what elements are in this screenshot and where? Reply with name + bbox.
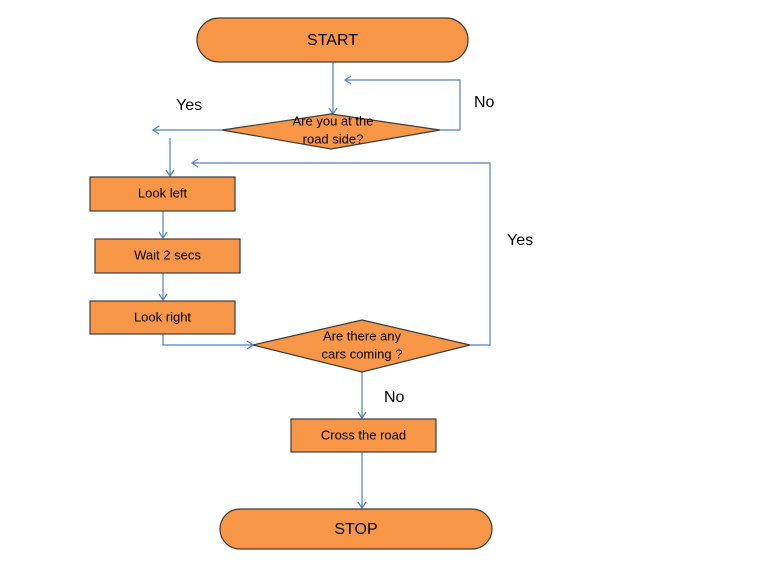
cross-road-label: Cross the road xyxy=(321,427,406,442)
edge-label-cars-no: No xyxy=(384,389,405,406)
stop-label: STOP xyxy=(334,521,377,538)
decision-cars: Are there any cars coming ? xyxy=(252,319,471,373)
process-wait: Wait 2 secs xyxy=(94,238,241,274)
wait-label: Wait 2 secs xyxy=(134,247,201,262)
start-label: START xyxy=(307,32,358,49)
edge-label-roadside-yes: Yes xyxy=(176,97,202,114)
connectors xyxy=(151,62,491,510)
process-look-left: Look left xyxy=(89,176,236,212)
connector-cars-yes-loop xyxy=(192,162,491,346)
edge-label-cars-yes: Yes xyxy=(507,232,533,249)
decision-roadside-line1: Are you at the xyxy=(293,113,374,128)
process-cross-road: Cross the road xyxy=(290,418,437,453)
decision-roadside-line2: road side? xyxy=(303,131,364,146)
edge-label-roadside-no: No xyxy=(474,94,495,111)
decision-cars-line1: Are there any xyxy=(323,328,402,343)
process-look-right: Look right xyxy=(89,300,236,335)
connector-look-right-to-cars xyxy=(162,334,253,346)
look-left-label: Look left xyxy=(138,185,188,200)
decision-cars-line2: cars coming ? xyxy=(322,346,403,361)
stop-terminal: STOP xyxy=(219,508,493,550)
look-right-label: Look right xyxy=(134,309,191,324)
connector-roadside-no-loop xyxy=(345,79,461,131)
start-terminal: START xyxy=(196,17,469,63)
decision-roadside: Are you at the road side? xyxy=(221,113,441,150)
